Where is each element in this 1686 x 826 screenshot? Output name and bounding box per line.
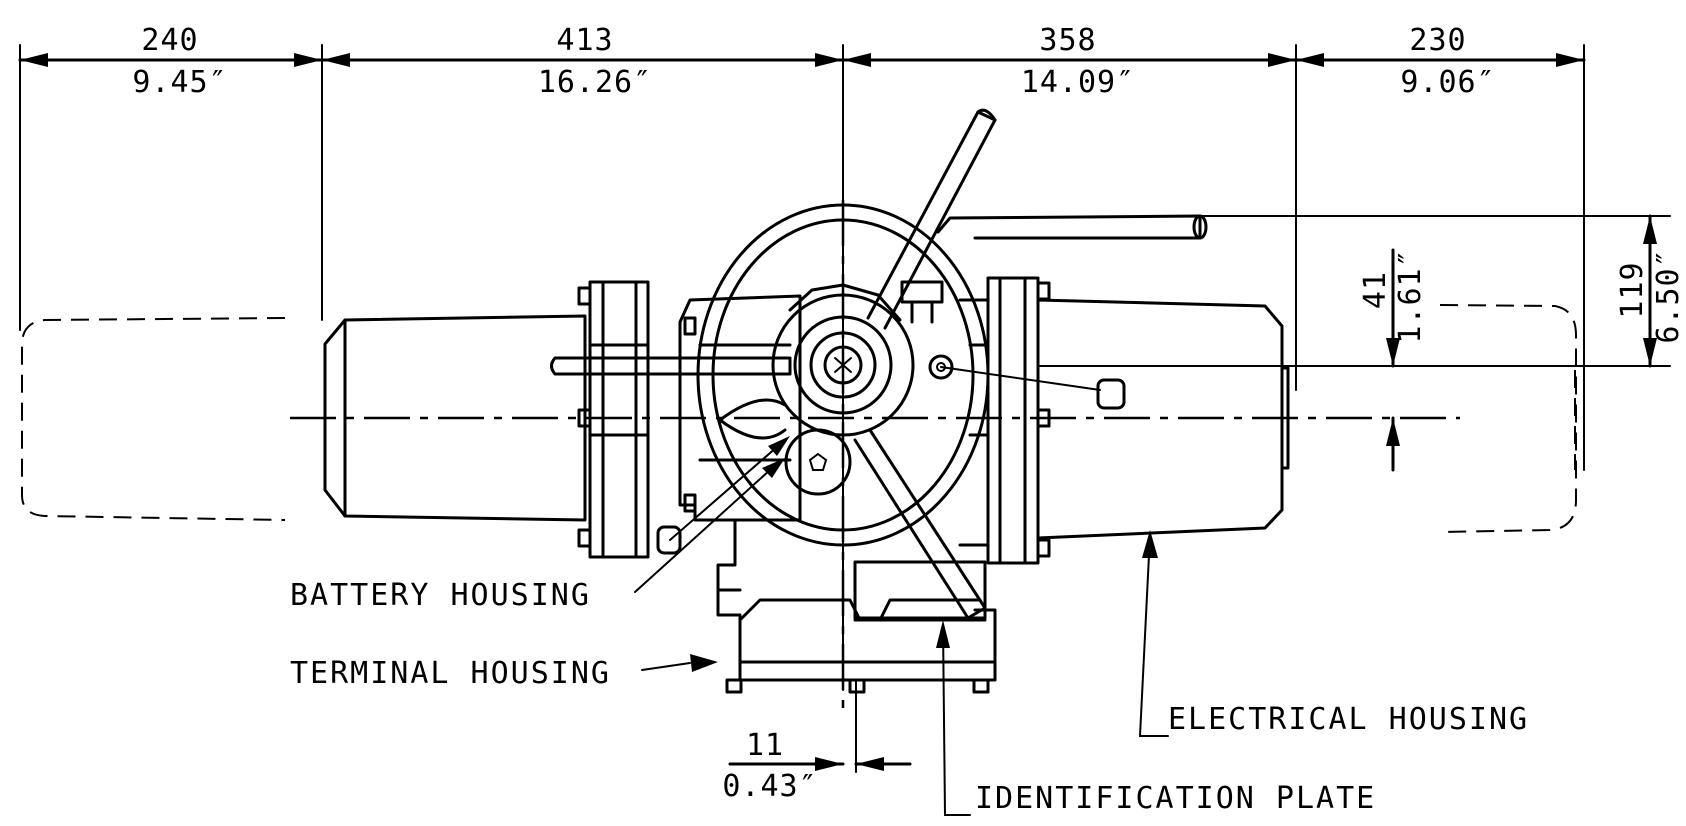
dim-11-in: 0.43″: [722, 769, 817, 804]
dim-41-group: 41 1.61″: [1358, 248, 1428, 472]
dim-358-mm: 358: [1039, 23, 1096, 58]
dim-119-in: 6.50″: [1651, 248, 1686, 343]
input-shaft: [550, 356, 792, 376]
service-envelope-left: [21, 317, 286, 521]
dim-41-in: 1.61″: [1393, 248, 1428, 343]
label-terminal-housing: TERMINAL HOUSING: [290, 656, 611, 691]
battery-housing-part: [784, 428, 852, 496]
dim-358-in: 14.09″: [1021, 65, 1135, 100]
service-envelope-right: [1439, 304, 1577, 533]
dim-413-mm: 413: [556, 23, 613, 58]
dim-11-mm: 11: [746, 728, 784, 763]
dim-240-mm: 240: [141, 23, 198, 58]
top-bracket: [900, 280, 944, 324]
motor-body-left: [323, 314, 587, 522]
label-identification-plate: IDENTIFICATION PLATE: [975, 781, 1376, 816]
identification-plate-part: [853, 560, 987, 622]
dim-41-mm: 41: [1358, 271, 1393, 309]
dim-119-mm: 119: [1615, 261, 1650, 318]
dim-11-group: 11 0.43″: [722, 679, 912, 804]
leader-hex-bolt: [940, 366, 1126, 410]
dim-119-group: 119 6.50″: [1037, 214, 1686, 368]
dim-230-mm: 230: [1409, 23, 1466, 58]
left-flange: [577, 280, 650, 559]
dim-230-in: 9.06″: [1400, 65, 1495, 100]
right-flange: [958, 276, 1051, 565]
top-lever: [936, 214, 1208, 240]
label-electrical-housing: ELECTRICAL HOUSING: [1168, 702, 1529, 737]
dim-240-in: 9.45″: [132, 65, 227, 100]
leader-battery-housing: [634, 436, 790, 593]
leader-terminal-housing: [641, 654, 718, 672]
label-battery-housing: BATTERY HOUSING: [290, 578, 591, 613]
handwheel-hub: [771, 283, 915, 437]
electrical-housing-part: [1036, 298, 1290, 540]
top-dimension-chain: 240 9.45″ 413 16.26″ 358 14.09″ 230 9.06…: [18, 23, 1586, 691]
dim-413-in: 16.26″: [538, 65, 652, 100]
leader-electrical-housing: [1138, 530, 1169, 737]
leader-identification-plate: [936, 620, 971, 816]
